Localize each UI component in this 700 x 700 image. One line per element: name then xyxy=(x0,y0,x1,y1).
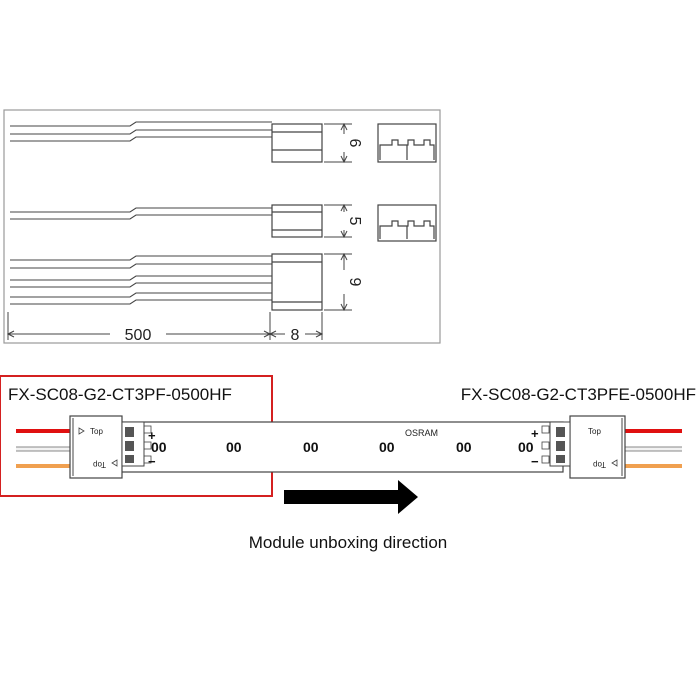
cable-top xyxy=(10,121,272,142)
left-plus-sign: + xyxy=(148,428,156,443)
connector-profile-mid xyxy=(377,204,437,242)
cable-bottom xyxy=(10,255,272,305)
dim-line-8 xyxy=(268,312,324,340)
right-top-label-flipped: Top xyxy=(593,460,606,469)
left-top-triangle-icon xyxy=(78,427,85,435)
connector-mid xyxy=(271,204,323,238)
pad-label: 00 xyxy=(151,439,167,455)
dim-line-500 xyxy=(6,312,272,340)
left-part-number: FX-SC08-G2-CT3PF-0500HF xyxy=(8,385,232,404)
dim-line-5 xyxy=(324,203,352,239)
dim-line-6 xyxy=(324,122,352,164)
right-part-number: FX-SC08-G2-CT3PFE-0500HF xyxy=(461,385,696,404)
pad-label: 00 xyxy=(303,439,319,455)
strip-body xyxy=(117,421,564,473)
dim-label-500: 500 xyxy=(125,327,152,344)
direction-caption: Module unboxing direction xyxy=(249,533,447,552)
connector-top xyxy=(271,123,323,163)
left-connector xyxy=(69,415,152,479)
right-top-label: Top xyxy=(588,427,601,436)
right-minus-sign: − xyxy=(531,454,539,469)
left-minus-sign: − xyxy=(148,454,156,469)
brand-label: OSRAM xyxy=(405,428,438,438)
dim-label-8: 8 xyxy=(291,327,300,344)
left-wires xyxy=(16,429,70,468)
drawing-frame xyxy=(3,109,441,344)
dim-label-5: 5 xyxy=(346,217,363,226)
left-top-label-flipped: Top xyxy=(93,460,106,469)
right-bottom-triangle-icon xyxy=(611,459,618,467)
direction-arrow-icon xyxy=(284,480,418,514)
right-plus-sign: + xyxy=(531,426,539,441)
dimension-drawing: 6 5 9 500 xyxy=(3,109,441,344)
pad-label: 00 xyxy=(456,439,472,455)
left-top-label: Top xyxy=(90,427,103,436)
connector-profile-top xyxy=(377,123,437,163)
pad-label: 00 xyxy=(518,439,534,455)
dim-label-6: 6 xyxy=(346,139,363,148)
pad-label: 00 xyxy=(226,439,242,455)
left-bottom-triangle-icon xyxy=(111,459,118,467)
pad-label: 00 xyxy=(379,439,395,455)
right-wires xyxy=(625,429,682,468)
connector-bottom xyxy=(271,253,323,311)
led-strip-assembly: FX-SC08-G2-CT3PF-0500HF FX-SC08-G2-CT3PF… xyxy=(0,375,696,497)
right-connector xyxy=(541,415,626,479)
cable-mid xyxy=(10,207,272,220)
dim-line-9 xyxy=(324,252,352,312)
dim-label-9: 9 xyxy=(346,278,363,287)
